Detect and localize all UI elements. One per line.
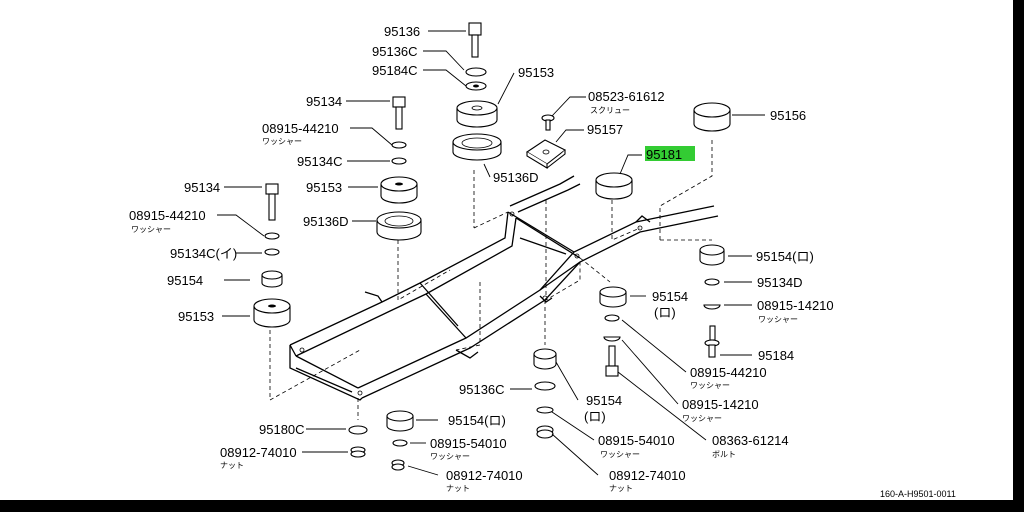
label-95181: 95181 bbox=[646, 147, 682, 162]
label-95136d-top: 95136D bbox=[493, 170, 539, 185]
label-95136d-mid: 95136D bbox=[303, 214, 349, 229]
cushion-95153-left bbox=[253, 298, 291, 328]
label-95136c-low: 95136C bbox=[459, 382, 505, 397]
washer-08915-44210-a bbox=[391, 141, 407, 149]
washer-08915-14210-b bbox=[603, 336, 621, 342]
label-95156: 95156 bbox=[770, 108, 806, 123]
label-95153-left: 95153 bbox=[178, 309, 214, 324]
label-08915-14210-a: 08915-14210 bbox=[757, 298, 834, 313]
nut-08912-74010-a bbox=[350, 446, 366, 458]
label-08363-61214: 08363-61214 bbox=[712, 433, 789, 448]
label-08912-74010-c: 08912-74010 bbox=[609, 468, 686, 483]
label-08915-54010-b: 08915-54010 bbox=[598, 433, 675, 448]
label-08523-61612: 08523-61612 bbox=[588, 89, 665, 104]
label-95180c: 95180C bbox=[259, 422, 305, 437]
bolt-95134-mid bbox=[265, 183, 279, 221]
label-08363-sub: ボルト bbox=[712, 450, 736, 459]
cushion-95181 bbox=[595, 172, 633, 200]
label-08915-44210-c: 08915-44210 bbox=[690, 365, 767, 380]
cushion-95156 bbox=[693, 102, 731, 132]
chassis-frame bbox=[289, 175, 719, 401]
reference-code: 160-A-H9501-0011 bbox=[880, 489, 956, 499]
label-95153-mid: 95153 bbox=[306, 180, 342, 195]
highlight-95181 bbox=[645, 146, 695, 161]
bolt-95136-top bbox=[468, 22, 482, 58]
washer-95134c-i bbox=[264, 248, 280, 256]
label-95136-top: 95136 bbox=[384, 24, 420, 39]
label-95154-ro-right: 95154(ロ) bbox=[756, 249, 814, 264]
screw-08523 bbox=[541, 114, 555, 131]
nut-08912-74010-c bbox=[536, 425, 554, 439]
label-95154-mid-a: 95154 bbox=[652, 289, 688, 304]
label-08915-44210-b-sub: ワッシャー bbox=[131, 225, 171, 234]
cushion-95154-low bbox=[533, 348, 557, 370]
washer-95136c-low bbox=[534, 381, 556, 391]
washer-08915-54010-a bbox=[392, 439, 408, 447]
cushion-95154-left bbox=[261, 270, 283, 288]
label-95154-left: 95154 bbox=[167, 273, 203, 288]
label-08915-44210-a-sub: ワッシャー bbox=[262, 137, 302, 146]
bolt-08363 bbox=[605, 345, 619, 377]
cushion-95153-mid bbox=[380, 176, 418, 204]
label-95154-low: 95154 bbox=[586, 393, 622, 408]
washer-08915-44210-b bbox=[264, 232, 280, 240]
label-95184c: 95184C bbox=[372, 63, 418, 78]
bolt-95134-top bbox=[392, 96, 406, 130]
washer-08915-54010-b bbox=[536, 406, 554, 414]
label-08912-74010-a: 08912-74010 bbox=[220, 445, 297, 460]
label-95154-mid-a-sub: (ロ) bbox=[654, 305, 676, 320]
cushion-95154-mid-a bbox=[599, 286, 627, 308]
bolt-95184 bbox=[704, 325, 720, 358]
label-95134c-a: 95134C bbox=[297, 154, 343, 169]
label-08915-14210-b: 08915-14210 bbox=[682, 397, 759, 412]
label-95134-mid: 95134 bbox=[184, 180, 220, 195]
washer-95134c-a bbox=[391, 157, 407, 165]
nut-08912-74010-b bbox=[391, 459, 405, 471]
label-95157: 95157 bbox=[587, 122, 623, 137]
label-08915-14210-b-sub: ワッシャー bbox=[682, 414, 722, 423]
label-08912-74010-a-sub: ナット bbox=[220, 461, 244, 470]
label-95136c-top: 95136C bbox=[372, 44, 418, 59]
cushion-95136d-mid bbox=[376, 211, 422, 241]
label-08912-74010-c-sub: ナット bbox=[609, 484, 633, 493]
label-95134d: 95134D bbox=[757, 275, 803, 290]
label-08523-sub: スクリュー bbox=[590, 106, 630, 115]
cushion-95154-ro-right bbox=[699, 244, 725, 266]
cushion-95136d-top bbox=[452, 133, 502, 161]
label-08912-74010-b: 08912-74010 bbox=[446, 468, 523, 483]
washer-08915-14210-a bbox=[703, 304, 721, 310]
washer-95136c bbox=[465, 67, 487, 77]
leader-lines bbox=[217, 30, 765, 476]
label-95184: 95184 bbox=[758, 348, 794, 363]
label-08915-44210-c-sub: ワッシャー bbox=[690, 381, 730, 390]
label-95154-low-sub: (ロ) bbox=[584, 409, 606, 424]
alignment-lines bbox=[269, 140, 713, 420]
label-95134-top: 95134 bbox=[306, 94, 342, 109]
label-95134c-i: 95134C(イ) bbox=[170, 246, 237, 261]
label-08915-54010-a-sub: ワッシャー bbox=[430, 452, 470, 461]
cushion-95154-ro-bottom bbox=[386, 410, 414, 432]
washer-08915-44210-c bbox=[604, 314, 620, 322]
bottom-border bbox=[0, 500, 1024, 512]
cushion-95153-top bbox=[456, 100, 498, 128]
parts bbox=[253, 22, 731, 471]
label-08912-74010-b-sub: ナット bbox=[446, 484, 470, 493]
label-95154-ro-bottom: 95154(ロ) bbox=[448, 413, 506, 428]
plate-95157 bbox=[525, 139, 567, 169]
right-border bbox=[1013, 0, 1024, 512]
label-95153-top: 95153 bbox=[518, 65, 554, 80]
washer-95134d bbox=[704, 278, 720, 286]
washer-95180c bbox=[348, 425, 368, 435]
label-08915-44210-b: 08915-44210 bbox=[129, 208, 206, 223]
label-08915-14210-a-sub: ワッシャー bbox=[758, 315, 798, 324]
part-labels: 95136 95136C 95184C 95153 08523-61612 スク… bbox=[129, 24, 956, 499]
label-08915-54010-b-sub: ワッシャー bbox=[600, 450, 640, 459]
label-08915-44210-a: 08915-44210 bbox=[262, 121, 339, 136]
label-08915-54010-a: 08915-54010 bbox=[430, 436, 507, 451]
